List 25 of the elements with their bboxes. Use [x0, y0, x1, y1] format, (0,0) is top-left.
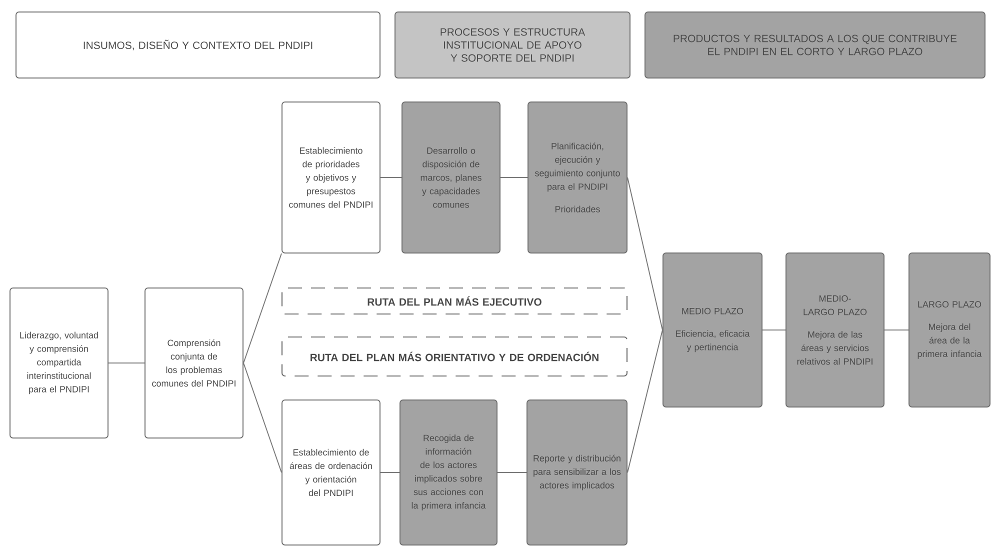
route-banner: RUTA DEL PLAN MÁS ORIENTATIVO Y DE ORDENACIÓN — [281, 336, 628, 377]
process-box: Planificación, ejecución y seguimiento conjunto para el PNDIPI Prioridades — [528, 102, 628, 254]
column-header-box: PROCESOS Y ESTRUCTURA INSTITUCIONAL DE APOYO Y SOPORTE DEL PNDIPI — [394, 12, 630, 78]
process-box: Desarrollo o disposición de marcos, planes y capacidades comunes — [402, 102, 500, 254]
process-box: Reporte y distribución para sensibilizar a los actores implicados — [526, 400, 628, 546]
connector-line — [380, 472, 400, 473]
process-box: MEDIO PLAZO Eficiencia, eficacia y pertinencia — [662, 252, 762, 408]
connector-line — [380, 177, 402, 178]
process-box: Establecimiento de prioridades y objetivos y presupestos comunes del PNDIPI — [282, 102, 380, 254]
route-banner: RUTA DEL PLAN MÁS EJECUTIVO — [281, 287, 628, 315]
process-box: Liderazgo, voluntad y comprensión compartida interinstitucional para el PNDIPI — [10, 288, 108, 438]
connector-line — [497, 472, 527, 473]
connector-line — [243, 253, 282, 364]
connector-line — [243, 362, 282, 473]
column-header-box: PRODUCTOS Y RESULTADOS A LOS QUE CONTRIBUYE EL PNDIPI EN EL CORTO Y LARGO PLAZO — [644, 12, 986, 78]
process-box: Comprensión conjunta de los problemas comunes del PNDIPI — [144, 288, 244, 438]
process-box: LARGO PLAZO Mejora del área de la primera infancia — [908, 252, 990, 408]
connector-line — [108, 362, 145, 364]
process-box: MEDIO-LARGO PLAZO Mejora de las áreas y servicios relativos al PNDIPI — [786, 252, 884, 408]
connector-line — [627, 177, 663, 330]
connector-line — [627, 330, 663, 473]
process-box: Recogida de información de los actores implicados sobre sus acciones con la primera infancia — [400, 400, 498, 546]
column-header-box: INSUMOS, DISEÑO Y CONTEXTO DEL PNDIPI — [16, 12, 380, 78]
process-box: Establecimiento de áreas de ordenación y orientación del PNDIPI — [282, 400, 380, 546]
connector-line — [500, 177, 528, 178]
